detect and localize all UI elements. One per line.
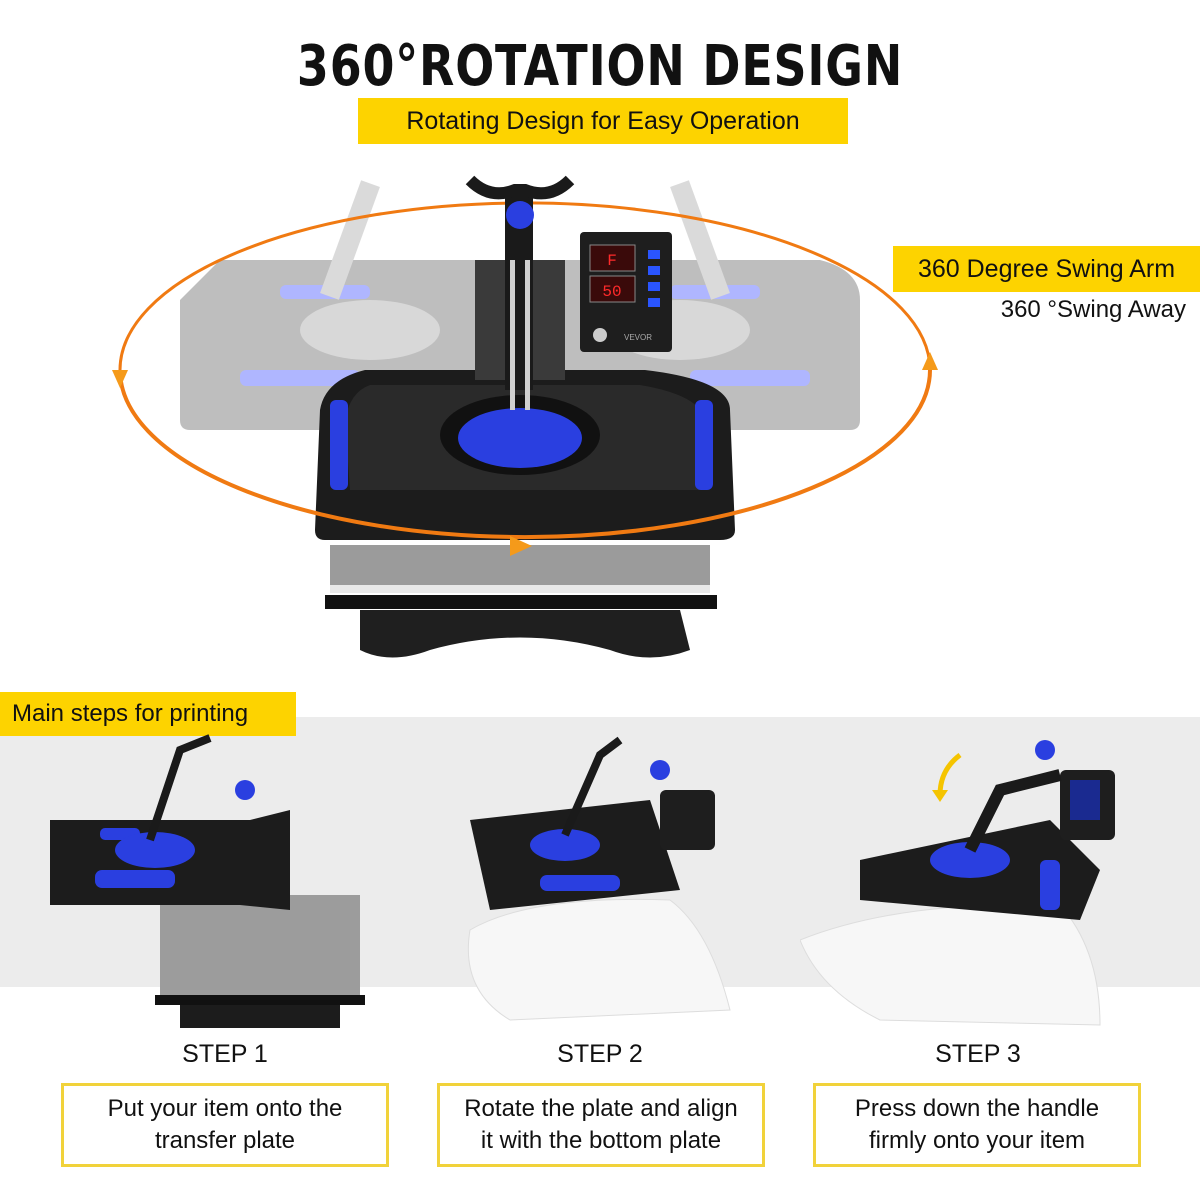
svg-text:50: 50 — [602, 283, 621, 301]
step-3-label: STEP 3 — [935, 1040, 1021, 1068]
control-panel: F 50 VEVOR — [580, 232, 672, 352]
step-1-line-1: Put your item onto the — [107, 1095, 343, 1122]
step-3-line-1: Press down the handle — [854, 1095, 1100, 1122]
step-3-description: Press down the handle firmly onto your i… — [813, 1083, 1141, 1167]
step-3-image — [800, 740, 1115, 1026]
heat-press-hero-image: F 50 VEVOR — [112, 175, 938, 658]
subtitle-banner: Rotating Design for Easy Operation — [358, 98, 848, 144]
step-2-label: STEP 2 — [557, 1040, 643, 1068]
subtitle-text: Rotating Design for Easy Operation — [406, 106, 800, 135]
step-1-label: STEP 1 — [182, 1040, 268, 1068]
swing-arm-banner: 360 Degree Swing Arm — [893, 246, 1200, 292]
arrow-head-bottom — [510, 536, 532, 556]
rotation-arrow-front — [118, 369, 932, 540]
step-3-line-2: firmly onto your item — [868, 1127, 1086, 1154]
swing-away-text: 360 °Swing Away — [1000, 296, 1186, 323]
step-1-description: Put your item onto the transfer plate — [61, 1083, 389, 1167]
step-2-description: Rotate the plate and align it with the b… — [437, 1083, 765, 1167]
arrow-head-left — [112, 370, 128, 388]
step-2-line-1: Rotate the plate and align — [464, 1095, 738, 1122]
svg-text:F: F — [607, 252, 617, 270]
step-1-image — [50, 734, 365, 1028]
step-2-image — [467, 736, 731, 1021]
press-down-arrow-icon — [937, 753, 962, 796]
steps-heading-banner: Main steps for printing — [0, 692, 296, 736]
step-1-line-2: transfer plate — [154, 1127, 296, 1154]
ghost-press-left — [180, 180, 530, 430]
arrow-head-right — [922, 352, 938, 370]
swing-arm-title: 360 Degree Swing Arm — [917, 254, 1176, 283]
page-title: 360°ROTATION DESIGN — [296, 34, 904, 99]
steps-heading: Main steps for printing — [12, 700, 249, 727]
svg-text:VEVOR: VEVOR — [624, 333, 652, 342]
step-2-line-2: it with the bottom plate — [480, 1127, 722, 1154]
